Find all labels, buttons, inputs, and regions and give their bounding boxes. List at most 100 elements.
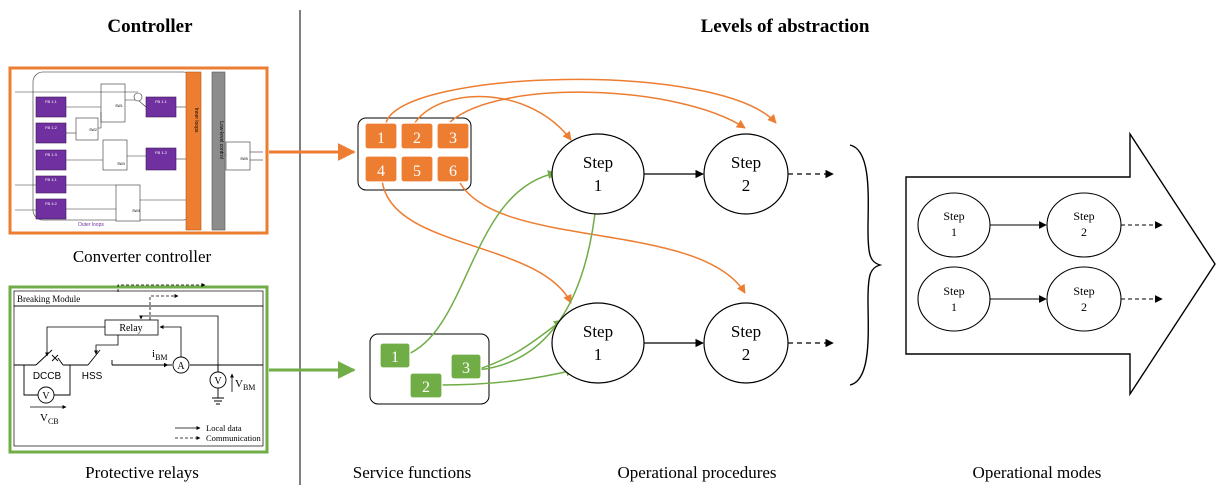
ammeter-symbol xyxy=(172,356,190,374)
relay-service-function-2-label: 2 xyxy=(422,379,430,396)
inner-loops-bar xyxy=(185,71,202,231)
ammeter-to-relay xyxy=(159,325,182,357)
relay-service-function-3[interactable]: 3 xyxy=(450,353,482,380)
relay-service-function-2[interactable]: 2 xyxy=(409,372,443,399)
sw-label-4: SW4 xyxy=(132,209,140,213)
procedure-top-step-2[interactable]: Step 2 xyxy=(703,133,789,215)
procedure-bottom-step-1-num: 1 xyxy=(594,345,603,364)
mode-bottom-step-2-num: 2 xyxy=(1081,300,1087,314)
orange-connections xyxy=(381,78,777,304)
vbm-branch xyxy=(212,365,224,405)
procedure-top-step-1[interactable]: Step 1 xyxy=(551,133,645,215)
controller-header: Controller xyxy=(107,16,193,37)
dccb-breaker xyxy=(35,349,64,366)
relay-to-hss xyxy=(94,335,119,355)
levels-header: Levels of abstraction xyxy=(701,16,870,37)
caption-converter-controller: Converter controller xyxy=(73,247,212,266)
green-service-tiles: 1 3 2 xyxy=(379,342,482,399)
fb-label-6: FB 1.1 xyxy=(155,99,168,104)
caption-operational-modes: Operational modes xyxy=(973,463,1102,482)
mode-top-step-1-num: 1 xyxy=(951,225,957,239)
ammeter-letter: A xyxy=(177,361,185,372)
service-function-6-label: 6 xyxy=(449,163,457,180)
mode-bottom-step-2-word: Step xyxy=(1073,284,1094,298)
outer-loops-label: Outer loops xyxy=(78,222,104,228)
purple-function-blocks xyxy=(35,96,177,220)
legend-comm-label: Communication xyxy=(206,433,262,443)
inner-loops-label: Inner loops xyxy=(193,108,199,133)
mode-top-step-2[interactable]: Step 2 xyxy=(1046,192,1122,258)
service-function-4-label: 4 xyxy=(377,163,385,180)
low-level-control-bar xyxy=(211,71,226,231)
fb-label-1: FB 1.1 xyxy=(45,99,58,104)
converter-controller-panel: FB 1.1 FB 1.2 FB 1.3 FB 4.1 FB 4.2 FB 1.… xyxy=(8,66,269,235)
hss-switch xyxy=(87,349,113,366)
mode-bottom-step-1-num: 1 xyxy=(951,300,957,314)
comm-arrow-top-1 xyxy=(117,283,206,292)
fb-label-5: FB 4.2 xyxy=(45,201,58,206)
vbm-label: VBM xyxy=(235,378,255,392)
service-function-2-label: 2 xyxy=(413,130,421,147)
relay-service-function-1[interactable]: 1 xyxy=(379,342,411,369)
relay-to-dccb xyxy=(45,326,105,357)
relay-label: Relay xyxy=(119,323,142,334)
comm-arrow-top-2 xyxy=(149,294,179,320)
procedure-top-step-2-num: 2 xyxy=(742,176,751,195)
service-function-3[interactable]: 3 xyxy=(436,122,470,150)
procedure-top: Step 1 Step 2 xyxy=(551,133,834,215)
vbm-voltmeter-letter: V xyxy=(214,376,222,387)
fb-label-7: FB 1.2 xyxy=(155,150,168,155)
vcb-branch xyxy=(23,365,71,396)
mode-bottom-step-2[interactable]: Step 2 xyxy=(1046,266,1122,332)
sw-label-1: SW1 xyxy=(115,104,123,108)
mode-bottom: Step 1 Step 2 xyxy=(917,266,1163,332)
mode-top-step-2-word: Step xyxy=(1073,209,1094,223)
sw-label-5: SW5 xyxy=(240,157,248,161)
mode-top-step-1-word: Step xyxy=(943,209,964,223)
procedure-top-step-1-num: 1 xyxy=(594,176,603,195)
service-function-1-label: 1 xyxy=(377,130,385,147)
hss-label: HSS xyxy=(82,371,103,382)
service-function-4[interactable]: 4 xyxy=(364,155,398,183)
summing-junction xyxy=(133,92,143,102)
mode-bottom-step-1[interactable]: Step 1 xyxy=(917,266,991,332)
procedure-bottom: Step 1 Step 2 xyxy=(551,302,834,384)
procedure-bottom-step-2[interactable]: Step 2 xyxy=(703,302,789,384)
relay-box xyxy=(104,319,159,336)
caption-service-functions: Service functions xyxy=(353,463,472,482)
mode-top-step-2-num: 2 xyxy=(1081,225,1087,239)
mode-bottom-step-1-word: Step xyxy=(943,284,964,298)
service-function-5[interactable]: 5 xyxy=(400,155,434,183)
curly-brace xyxy=(849,144,883,386)
vcb-voltmeter-letter: V xyxy=(42,391,50,402)
service-function-2[interactable]: 2 xyxy=(400,122,434,150)
fb-label-4: FB 4.1 xyxy=(45,177,58,182)
procedure-bottom-step-1[interactable]: Step 1 xyxy=(551,302,645,384)
sw-label-2: SW2 xyxy=(89,128,97,132)
legend-local-label: Local data xyxy=(206,423,242,433)
vcb-voltmeter xyxy=(37,386,55,404)
low-level-control-label: Low-level control xyxy=(218,121,224,159)
fb-label-2: FB 1.2 xyxy=(45,125,58,130)
vbm-voltmeter xyxy=(209,371,227,389)
relay-service-function-1-label: 1 xyxy=(391,349,399,366)
breaking-module-title: Breaking Module xyxy=(17,294,80,304)
fb-label-3: FB 1.3 xyxy=(45,152,58,157)
procedure-bottom-step-2-num: 2 xyxy=(742,345,751,364)
service-function-6[interactable]: 6 xyxy=(436,155,470,183)
caption-protective-relays: Protective relays xyxy=(85,463,199,482)
procedure-bottom-step-1-word: Step xyxy=(583,322,613,341)
mode-top: Step 1 Step 2 xyxy=(917,192,1163,258)
procedure-bottom-step-2-word: Step xyxy=(731,322,761,341)
service-function-3-label: 3 xyxy=(449,130,457,147)
service-function-5-label: 5 xyxy=(413,163,421,180)
procedure-top-step-1-word: Step xyxy=(583,153,613,172)
green-connections xyxy=(405,170,600,386)
mode-top-step-1[interactable]: Step 1 xyxy=(917,192,991,258)
vbm-to-relay xyxy=(139,315,219,372)
service-function-1[interactable]: 1 xyxy=(364,122,398,150)
ibm-label: iBM xyxy=(152,348,168,362)
switch-boxes xyxy=(75,83,251,222)
relay-service-function-3-label: 3 xyxy=(462,360,470,377)
